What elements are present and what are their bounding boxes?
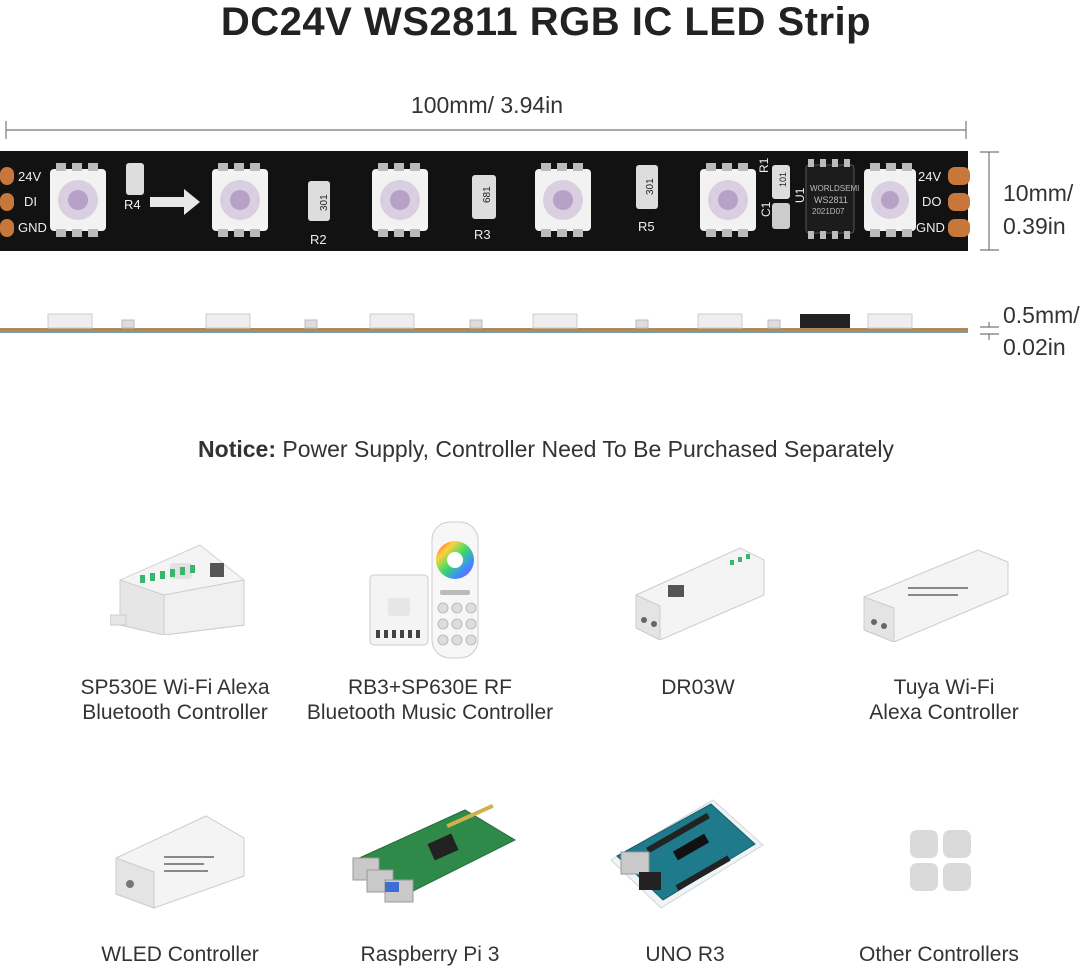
controller-label-line1: Raspberry Pi 3	[360, 943, 500, 966]
resistor-r2	[308, 181, 330, 221]
resistor-r5	[636, 165, 658, 209]
arrow-icon	[150, 189, 200, 215]
led-1	[50, 163, 106, 237]
capacitor-label: C1	[759, 201, 773, 217]
led-4	[535, 163, 591, 237]
pad-left-label-di: DI	[24, 194, 37, 209]
resistor-r1	[772, 165, 790, 199]
pad-right-label-do: DO	[922, 194, 942, 209]
capacitor-c1	[772, 203, 790, 229]
pad-left-24v	[0, 167, 14, 185]
ic-chip: WORLDSEMI WS2811 2021D07	[805, 159, 859, 239]
controller-label-line1: Other Controllers	[859, 943, 1019, 966]
arduino-uno-image	[610, 799, 764, 909]
rb3-sp630e-controller-image	[369, 521, 479, 659]
resistor-code-681: 681	[482, 186, 493, 203]
controller-label-rb3-sp630e: RB3+SP630E RF Bluetooth Music Controller	[285, 675, 575, 725]
pad-right-do	[948, 193, 970, 211]
led-3	[372, 163, 428, 237]
thickness-label-line2: 0.02in	[1003, 334, 1066, 360]
other-controllers-icon	[910, 830, 971, 891]
wled-controller-image	[115, 815, 245, 909]
notice-text: Power Supply, Controller Need To Be Purc…	[282, 436, 894, 462]
led-strip-top-view: 24V DI GND 24V DO GND R4 301 R2 681 R3 3…	[0, 151, 970, 251]
pad-right-label-gnd: GND	[916, 220, 945, 235]
controller-label-raspberry-pi: Raspberry Pi 3	[310, 942, 550, 967]
led-6	[864, 163, 916, 237]
sp530e-controller-image	[110, 544, 245, 635]
controller-label-line1: RB3+SP630E RF	[347, 676, 512, 699]
pad-left-gnd	[0, 219, 14, 237]
resistor-label-r3: R3	[474, 227, 491, 242]
chip-text-3: 2021D07	[812, 207, 845, 216]
controller-label-tuya: Tuya Wi-Fi Alexa Controller	[820, 675, 1068, 725]
width-dimension-line	[980, 151, 999, 251]
pad-right-label-24v: 24V	[918, 169, 941, 184]
chip-text-2: WS2811	[814, 195, 848, 205]
chip-text-1: WORLDSEMI	[810, 184, 859, 193]
length-dimension-line	[5, 121, 967, 139]
controller-label-line1: WLED Controller	[101, 943, 259, 966]
dr03w-controller-image	[635, 547, 765, 640]
controller-label-line1: DR03W	[661, 676, 735, 699]
pad-left-di	[0, 193, 14, 211]
controller-label-sp530e: SP530E Wi-Fi Alexa Bluetooth Controller	[50, 675, 300, 725]
tuya-controller-image	[863, 549, 1009, 642]
resistor-label-r4: R4	[124, 197, 141, 212]
notice-label: Notice:	[198, 436, 276, 462]
controller-label-dr03w: DR03W	[578, 675, 818, 700]
page-title: DC24V WS2811 RGB IC LED Strip	[220, 0, 872, 44]
controller-label-line2: Alexa Controller	[869, 701, 1019, 724]
notice-banner: Notice: Power Supply, Controller Need To…	[0, 436, 1092, 463]
resistor-label-r5: R5	[638, 219, 655, 234]
thickness-dimension-line	[980, 322, 999, 340]
resistor-code-301a: 301	[319, 194, 330, 211]
pad-right-gnd	[948, 219, 970, 237]
resistor-code-301b: 301	[645, 178, 656, 195]
led-5	[700, 163, 756, 237]
thickness-label-line1: 0.5mm/	[1003, 302, 1080, 328]
led-2	[212, 163, 268, 237]
controller-label-line1: Tuya Wi-Fi	[893, 676, 995, 699]
controller-label-line2: Bluetooth Music Controller	[306, 701, 554, 724]
controller-label-other: Other Controllers	[815, 942, 1063, 967]
controller-label-line2: Bluetooth Controller	[82, 701, 268, 724]
pad-left-label-gnd: GND	[18, 220, 47, 235]
length-label: 100mm/ 3.94in	[410, 92, 564, 118]
resistor-label-r1: R1	[757, 157, 771, 173]
resistor-label-r2: R2	[310, 232, 327, 247]
controller-label-uno-r3: UNO R3	[565, 942, 805, 967]
chip-label-u1: U1	[793, 187, 807, 203]
resistor-r3	[472, 175, 496, 219]
controller-label-wled: WLED Controller	[50, 942, 310, 967]
controller-label-line1: UNO R3	[645, 943, 725, 966]
raspberry-pi-image	[352, 804, 517, 903]
pad-right-24v	[948, 167, 970, 185]
controller-label-line1: SP530E Wi-Fi Alexa	[80, 676, 270, 699]
resistor-r4	[126, 163, 144, 195]
width-label-line2: 0.39in	[1003, 213, 1066, 239]
pad-left-label-24v: 24V	[18, 169, 41, 184]
width-label-line1: 10mm/	[1003, 180, 1074, 206]
resistor-code-101: 101	[778, 172, 788, 187]
led-strip-side-view	[0, 313, 968, 333]
